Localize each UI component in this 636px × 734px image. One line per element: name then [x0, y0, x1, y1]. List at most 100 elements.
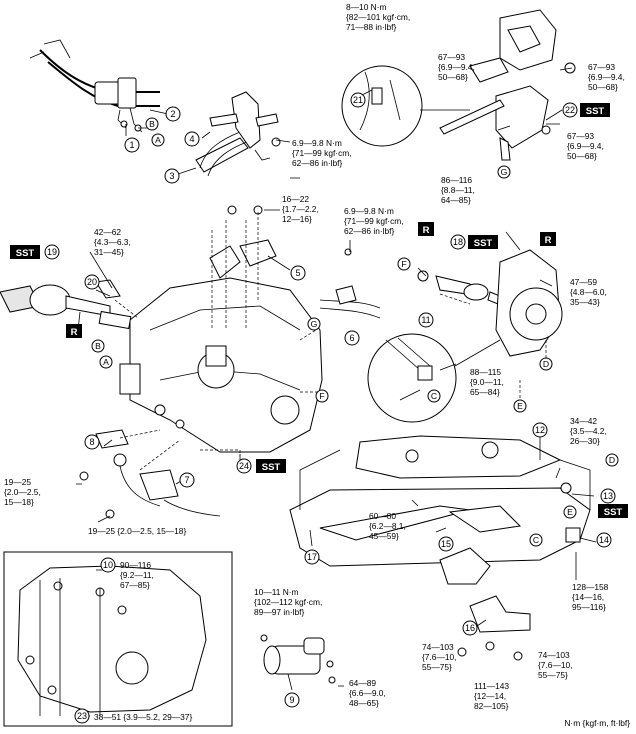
svg-text:SST: SST: [604, 507, 623, 518]
torque-line: {9.2—11,: [120, 570, 154, 580]
svg-text:B: B: [95, 341, 101, 351]
callout-15: 15: [438, 536, 454, 552]
torque-line: 82—105}: [474, 701, 509, 711]
torque-line: 19—25 {2.0—2.5, 15—18}: [88, 526, 186, 536]
callout-22-text: 22: [565, 105, 575, 115]
torque-line: {71—99 kgf·cm,: [344, 216, 404, 226]
callout-8: 8: [84, 434, 100, 450]
torque-line: 31—45}: [94, 247, 124, 257]
torque-line: 6.9—9.8 N·m: [292, 138, 342, 148]
torque-line: {2.0—2.5,: [4, 487, 41, 497]
callout-6-text: 6: [349, 333, 354, 343]
callout-13: 13: [600, 488, 616, 504]
torque-line: 26—30}: [570, 436, 600, 446]
torque-line: 95—116}: [572, 602, 606, 612]
torque-line: {9.0—11,: [470, 377, 504, 387]
callout-9: 9: [284, 692, 300, 708]
svg-text:F: F: [319, 391, 324, 401]
transaxle-case: [119, 277, 323, 453]
torque-line: 64—85}: [441, 195, 471, 205]
sensor-8-switch-7: [79, 429, 221, 519]
torque-line: 42—62: [94, 227, 121, 237]
torque-line: 74—103: [538, 650, 570, 660]
marker-e-lower: E: [563, 505, 577, 519]
callout-2-text: 2: [170, 109, 175, 119]
torque-line: 55—75}: [422, 662, 452, 672]
torque-line: 16—22: [282, 194, 309, 204]
torque-10-11: 10—11 N·m{102—112 kgf·cm,89—97 in·lbf}: [254, 587, 322, 617]
torque-line: 62—86 in·lbf}: [292, 158, 342, 168]
torque-line: 50—68}: [588, 82, 618, 92]
svg-text:G: G: [501, 167, 508, 177]
sst-tag-24: SST: [256, 459, 286, 473]
torque-19-25-a: 19—25{2.0—2.5,15—18}: [4, 477, 41, 507]
torque-labels: 8—10 N·m{82—101 kgf·cm,71—88 in·lbf} 67—…: [4, 2, 625, 722]
torque-line: 50—68}: [567, 151, 597, 161]
svg-text:SST: SST: [16, 248, 35, 259]
callout-16-text: 16: [465, 623, 475, 633]
svg-text:A: A: [155, 135, 161, 145]
torque-67-93-c: 67—93{6.9—9.4,50—68}: [567, 131, 604, 161]
torque-47-59: 47—59{4.8—6.0,35—43}: [570, 277, 607, 307]
marker-g-mid: G: [307, 317, 321, 331]
tags: SST SST SST SST SST R R R: [10, 103, 628, 518]
callout-18-text: 18: [453, 237, 463, 247]
torque-8-10: 8—10 N·m{82—101 kgf·cm,71—88 in·lbf}: [346, 2, 410, 32]
unit-legend: N·m {kgf·m, ft·lbf}: [564, 718, 630, 728]
callout-1: 1: [124, 137, 140, 153]
callout-6: 6: [344, 330, 360, 346]
torque-line: {6.9—9.4,: [438, 62, 475, 72]
marker-g-top: G: [497, 165, 511, 179]
torque-line: 65—84}: [470, 387, 500, 397]
torque-line: 111—143: [474, 681, 509, 691]
r-tag-mid: R: [418, 222, 434, 236]
torque-line: {1.7—2.2,: [282, 204, 319, 214]
callout-17: 17: [304, 549, 320, 565]
callout-10: 10: [100, 557, 116, 573]
torque-19-25-b: 19—25 {2.0—2.5, 15—18}: [88, 526, 186, 536]
torque-90-116: 90—116{9.2—11,67—85}: [120, 560, 154, 590]
marker-d-right: D: [539, 357, 553, 371]
svg-text:SST: SST: [474, 238, 493, 249]
torque-line: 88—115: [470, 367, 501, 377]
detail-view-21: [341, 65, 470, 147]
callout-1-text: 1: [129, 140, 134, 150]
callout-11-text: 11: [421, 315, 430, 325]
inset-panel: [3, 551, 233, 727]
torque-6-9-a: 6.9—9.8 N·m{71—99 kgf·cm,62—86 in·lbf}: [292, 138, 352, 168]
torque-line: 48—65}: [349, 698, 379, 708]
callout-20: 20: [84, 274, 100, 290]
bracket-5: [209, 205, 277, 279]
torque-6-9-b: 6.9—9.8 N·m{71—99 kgf·cm,62—86 in·lbf}: [344, 206, 404, 236]
sst-tag-13: SST: [598, 504, 628, 518]
left-driveshaft: [0, 279, 132, 330]
callout-12-text: 12: [535, 425, 545, 435]
torque-line: {3.5—4.2,: [570, 426, 607, 436]
svg-text:F: F: [401, 259, 406, 269]
callout-19: 19: [44, 244, 60, 260]
marker-a-mid: A: [99, 355, 113, 369]
torque-line: 8—10 N·m: [346, 2, 387, 12]
torque-line: {4.3—6.3,: [94, 237, 131, 247]
svg-text:D: D: [543, 359, 549, 369]
torque-line: {6.2—8.1,: [369, 521, 406, 531]
torque-67-93-b: 67—93{6.9—9.4,50—68}: [588, 62, 625, 92]
marker-c-detail: C: [427, 389, 441, 403]
torque-line: 128—158: [572, 582, 609, 592]
svg-text:E: E: [517, 401, 523, 411]
torque-line: 34—42: [570, 416, 597, 426]
torque-line: {71—99 kgf·cm,: [292, 148, 352, 158]
callout-13-text: 13: [603, 491, 613, 501]
torque-line: 60—80: [369, 511, 396, 521]
callout-3-text: 3: [169, 171, 174, 181]
starter-motor: [260, 634, 336, 684]
marker-f-mid: F: [315, 389, 329, 403]
callout-15-text: 15: [441, 539, 451, 549]
torque-line: {14—16,: [572, 592, 604, 602]
svg-text:SST: SST: [586, 106, 605, 117]
r-tag-left: R: [66, 324, 82, 338]
torque-128-158: 128—158{14—16,95—116}: [572, 582, 609, 612]
callout-2: 2: [165, 106, 181, 122]
torque-line: {82—101 kgf·cm,: [346, 12, 410, 22]
